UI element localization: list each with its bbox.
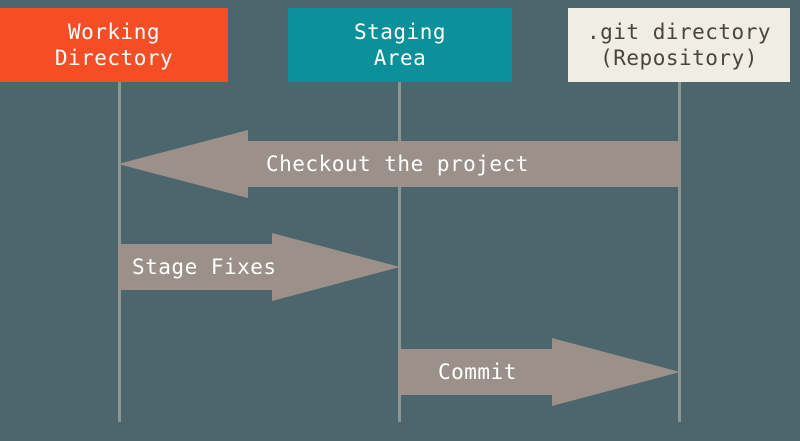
lifeline-staging-area [398, 82, 401, 422]
arrow-left-shape [118, 130, 680, 198]
node-staging-area-label: Staging Area [353, 19, 446, 70]
lifeline-git-directory [678, 82, 681, 422]
arrow-stage-fixes: Stage Fixes [118, 232, 400, 302]
arrow-commit: Commit [398, 337, 680, 407]
node-git-directory-label: .git directory (Repository) [586, 19, 771, 70]
node-working-directory: Working Directory [0, 8, 228, 82]
arrow-right-shape [118, 233, 400, 301]
node-staging-area: Staging Area [288, 8, 512, 82]
arrow-checkout-the-project: Checkout the project [118, 129, 680, 199]
node-working-directory-label: Working Directory [54, 19, 174, 70]
arrow-right-shape [398, 338, 680, 406]
node-git-directory: .git directory (Repository) [568, 8, 790, 82]
